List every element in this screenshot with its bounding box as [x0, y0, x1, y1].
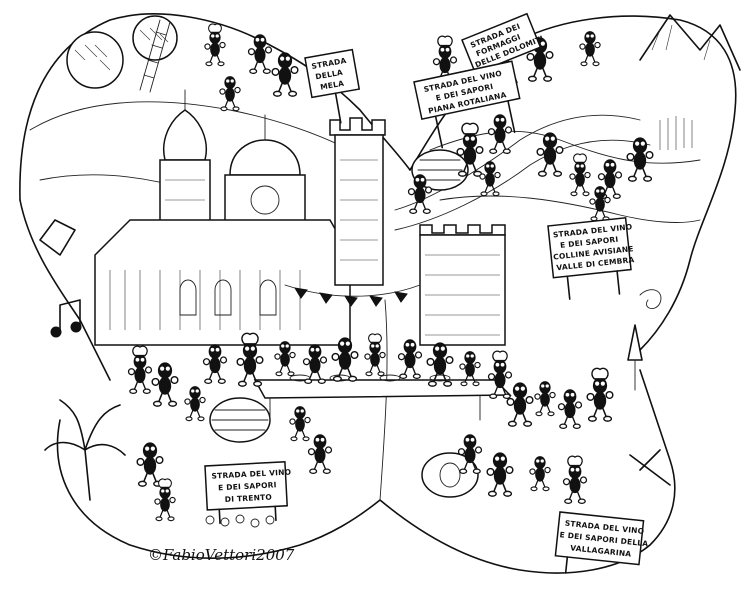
- ant-character: [597, 159, 623, 200]
- decorations: [39, 219, 671, 486]
- ant-character: [487, 350, 513, 400]
- sign-trento-line-3: DI TRENTO: [225, 493, 273, 504]
- ant-character: [536, 132, 564, 177]
- ant-character: [302, 344, 328, 385]
- ant-character: [459, 351, 481, 387]
- ant-character: [626, 137, 654, 182]
- ant-character: [579, 31, 601, 67]
- ant-character: [184, 386, 206, 422]
- castle: [284, 117, 506, 346]
- ant-character: [479, 161, 501, 197]
- ant-character: [456, 122, 484, 177]
- sign-strada-della-mela: STRADA DELLA MELA: [304, 48, 361, 124]
- ant-character: [562, 455, 588, 505]
- ant-character: [487, 114, 513, 155]
- ant-character: [136, 442, 164, 487]
- ant-character: [204, 23, 226, 67]
- sign-valle-di-cembra: STRADA DEL VINO E DEI SAPORI COLLINE AVI…: [547, 217, 635, 300]
- ant-character: [331, 337, 359, 382]
- ant-characters: [127, 23, 654, 522]
- ant-character: [154, 478, 176, 522]
- ant-character: [219, 76, 241, 112]
- ant-character: [506, 382, 534, 427]
- ant-character: [589, 186, 611, 222]
- barrels: [209, 149, 479, 498]
- ant-character: [202, 344, 228, 385]
- ant-character: [432, 35, 458, 85]
- ant-character: [557, 389, 583, 430]
- ant-character: [486, 452, 514, 497]
- ant-character: [127, 345, 153, 395]
- ant-character: [236, 332, 264, 387]
- sign-trento-line-1: STRADA DEL VINO: [211, 468, 291, 481]
- banquet-table: [253, 374, 512, 424]
- ant-character: [529, 456, 551, 492]
- artist-signature: ©FabioVettori2007: [148, 546, 295, 564]
- ant-character: [307, 434, 333, 475]
- ant-character: [289, 406, 311, 442]
- sign-vallagarina: STRADA DEL VINO E DEI SAPORI DELLA VALLA…: [554, 511, 649, 574]
- ant-character: [426, 342, 454, 387]
- sign-di-trento: STRADA DEL VINO E DEI SAPORI DI TRENTO: [204, 461, 291, 525]
- road-signs: STRADA DELLA MELA STRADA DEI FORMAGGI DE…: [204, 12, 649, 574]
- ant-character: [407, 174, 433, 215]
- sign-trento-line-2: E DEI SAPORI: [218, 480, 277, 492]
- sign-mela-line-3: MELA: [320, 79, 345, 92]
- ant-character: [151, 362, 179, 407]
- cathedral: [94, 89, 351, 346]
- ant-character: [364, 333, 386, 377]
- ant-character: [586, 367, 614, 422]
- ant-character: [534, 381, 556, 417]
- ant-character: [397, 339, 423, 380]
- ant-character: [247, 34, 273, 75]
- landscape: [29, 14, 741, 528]
- ant-character: [569, 153, 591, 197]
- sign-strada-dei-formaggi: STRADA DEI FORMAGGI DELLE DOLOMITI: [461, 12, 545, 84]
- ant-character: [271, 52, 299, 97]
- ant-character: [457, 434, 483, 475]
- ant-character: [274, 341, 296, 377]
